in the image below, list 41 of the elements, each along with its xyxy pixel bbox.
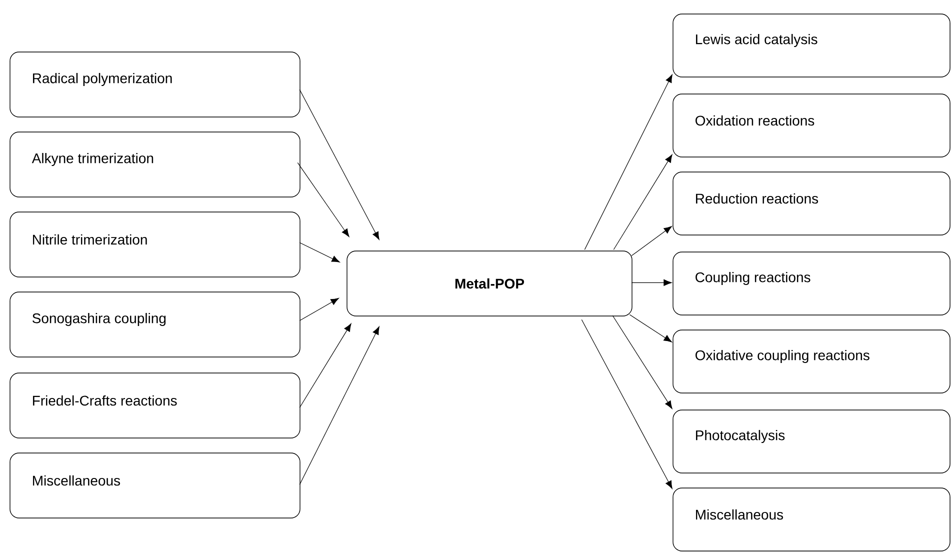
node-label: Oxidation reactions (696, 115, 814, 126)
center-box (346, 250, 632, 316)
rounded-box (10, 452, 300, 518)
node-label: Miscellaneous (696, 509, 784, 520)
rounded-box (672, 410, 950, 474)
node-label: Miscellaneous (32, 475, 120, 486)
arrow (613, 154, 672, 250)
arrow (631, 226, 672, 256)
node-label: Nitrile trimerization (32, 234, 147, 245)
rounded-box (672, 252, 950, 316)
rounded-box (10, 212, 300, 278)
arrow (612, 315, 672, 409)
node-label: Sonogashira coupling (32, 312, 166, 326)
arrow (584, 74, 672, 250)
arrow (299, 242, 340, 262)
rounded-box (672, 330, 950, 394)
node-label: Metal-POP (455, 278, 524, 289)
rounded-box (672, 488, 950, 552)
arrow (581, 319, 672, 489)
rounded-box (10, 52, 300, 118)
rounded-box (10, 292, 300, 358)
node-label: Lewis acid catalysis (696, 34, 818, 48)
node-label: Photocatalysis (696, 430, 785, 444)
node-label: Alkyne trimerization (32, 152, 154, 166)
arrow (299, 298, 339, 321)
arrow (629, 314, 672, 342)
node-label: Oxidative coupling reactions (696, 350, 870, 364)
arrow (631, 279, 672, 286)
rounded-box (672, 172, 950, 236)
rounded-box (10, 132, 300, 198)
arrow (297, 162, 350, 237)
arrow (299, 326, 380, 485)
rounded-box (672, 14, 950, 78)
node-label: Coupling reactions (696, 272, 810, 286)
node-label: Radical polymerization (32, 72, 172, 86)
rounded-box (10, 372, 300, 438)
node-label: Friedel-Crafts reactions (32, 395, 177, 406)
arrow (299, 323, 352, 408)
arrow (299, 89, 380, 240)
rounded-box (672, 94, 950, 158)
node-label: Reduction reactions (696, 193, 818, 204)
